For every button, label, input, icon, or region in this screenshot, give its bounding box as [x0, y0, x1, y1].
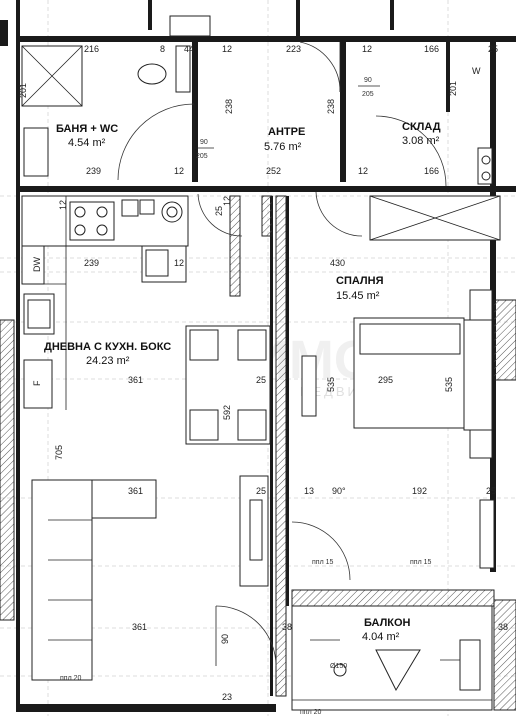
- door-marks: 90 205 90 205: [194, 77, 380, 160]
- dim-252: 252: [266, 166, 281, 176]
- hall-door-width: 90: [364, 77, 372, 84]
- living-area: 24.23 m²: [86, 355, 130, 367]
- balcony-name: БАЛКОН: [364, 617, 411, 629]
- bath-sink: [23, 127, 49, 177]
- dim-216: 216: [84, 44, 99, 54]
- dim-239-b: 239: [84, 258, 99, 268]
- hall-name: АНТРЕ: [268, 126, 305, 138]
- dim-238-a: 238: [224, 99, 234, 114]
- balcony-drain: [333, 663, 347, 677]
- dim-430: 430: [330, 258, 345, 268]
- tv-unit: [239, 475, 269, 587]
- hall-area: 5.76 m²: [264, 141, 302, 153]
- spacing-20-a: ппл 20: [60, 675, 82, 682]
- dim-361-b: 361: [128, 486, 143, 496]
- dim-705: 705: [54, 445, 64, 460]
- dim-90: 90: [220, 634, 230, 644]
- washer-label: W: [472, 66, 481, 76]
- storage-area: 3.08 m²: [402, 135, 440, 147]
- dim-295: 295: [378, 375, 393, 385]
- balcony-area: [291, 605, 493, 711]
- dimension-labels: 216 8 44 12 223 12 166 25 239 12 252 12 …: [18, 44, 508, 702]
- toilet-tank: [175, 45, 191, 93]
- bed: [353, 317, 493, 431]
- misc-labels: DW W F ппл 15 ппл 15 ппл 20 ппл 20 Ø150: [32, 66, 481, 716]
- dishwasher-label: DW: [32, 257, 42, 272]
- dim-238-b: 238: [326, 99, 336, 114]
- dim-223: 223: [286, 44, 301, 54]
- dim-535-b: 535: [444, 377, 454, 392]
- bathroom-fixtures: [21, 15, 493, 185]
- dim-12-a: 12: [222, 44, 232, 54]
- storage-name: СКЛАД: [402, 121, 441, 133]
- dim-12-b: 12: [362, 44, 372, 54]
- dim-12-f: 12: [58, 200, 68, 210]
- dim-25-b: 25: [256, 486, 266, 496]
- dim-8: 8: [160, 44, 165, 54]
- dim-12-e: 12: [174, 258, 184, 268]
- balcony-area-value: 4.04 m²: [362, 631, 400, 643]
- spacing-15-a: ппл 15: [312, 559, 334, 566]
- dim-12-d: 12: [358, 166, 368, 176]
- dim-361-c: 361: [132, 622, 147, 632]
- dim-23: 23: [222, 692, 232, 702]
- dim-90-deg: 90°: [332, 486, 346, 496]
- bedroom-name: СПАЛНЯ: [336, 275, 384, 287]
- hall-door-height: 205: [362, 91, 374, 98]
- dim-192: 192: [412, 486, 427, 496]
- bedroom-area: 15.45 m²: [336, 290, 380, 302]
- bath-door-height: 205: [196, 153, 208, 160]
- dim-44: 44: [184, 44, 194, 54]
- spacing-15-b: ппл 15: [410, 559, 432, 566]
- dim-239-a: 239: [86, 166, 101, 176]
- dim-25-c: 25: [486, 486, 496, 496]
- dim-38-b: 38: [498, 622, 508, 632]
- bedroom-desk: [469, 289, 495, 569]
- dim-166-b: 166: [424, 166, 439, 176]
- bath-area: 4.54 m²: [68, 137, 106, 149]
- kitchen-fixtures: [21, 195, 189, 410]
- dim-535-a: 535: [326, 377, 336, 392]
- dining-table: [185, 325, 271, 445]
- dim-25-top: 25: [488, 44, 498, 54]
- hatched-structure: [0, 195, 516, 711]
- doors: [117, 41, 447, 667]
- fridge: [23, 359, 53, 409]
- living-name: ДНЕВНА С КУХН. БОКС: [44, 341, 171, 353]
- spacing-20-b: ппл 20: [300, 709, 322, 716]
- bath-door-width: 90: [200, 139, 208, 146]
- dim-25-d: 25: [214, 206, 224, 216]
- wardrobe: [301, 195, 501, 417]
- dim-12-g: 12: [222, 196, 232, 206]
- dim-25-a: 25: [256, 375, 266, 385]
- dim-166-a: 166: [424, 44, 439, 54]
- dim-201-a: 201: [18, 83, 28, 98]
- dim-12-c: 12: [174, 166, 184, 176]
- room-labels: БАНЯ + WC 4.54 m² АНТРЕ 5.76 m² СКЛАД 3.…: [44, 121, 441, 643]
- dim-38-a: 38: [282, 622, 292, 632]
- fridge-label: F: [32, 380, 42, 386]
- dim-201-b: 201: [448, 81, 458, 96]
- pipe-label: Ø150: [330, 663, 347, 670]
- toilet-bowl: [137, 63, 167, 85]
- dim-13: 13: [304, 486, 314, 496]
- sofa: [31, 479, 157, 681]
- dim-361-a: 361: [128, 375, 143, 385]
- dim-592: 592: [222, 405, 232, 420]
- bath-name: БАНЯ + WC: [56, 123, 118, 135]
